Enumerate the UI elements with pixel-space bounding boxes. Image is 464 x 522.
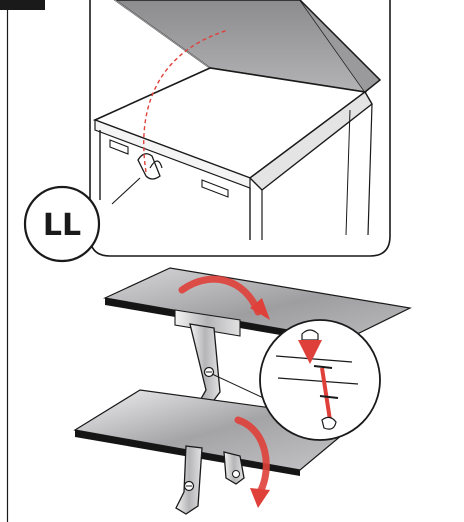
- callout-circle: LL: [23, 185, 101, 263]
- top-detail-panel: [89, 0, 391, 257]
- corner-tab: [0, 0, 45, 10]
- rotate-arrow-lower: [234, 416, 270, 496]
- callout-leader: [111, 177, 141, 205]
- lower-board: [73, 389, 362, 515]
- lid-edge: [299, 0, 382, 93]
- hinge-arm: [189, 323, 221, 409]
- dowel-cap: [301, 329, 319, 341]
- callout-label: LL: [43, 208, 81, 243]
- front-slot-right: [201, 179, 229, 198]
- rotate-arrow-upper-head: [250, 298, 270, 320]
- front-slot-left: [109, 139, 129, 155]
- rotate-arrow-upper: [178, 275, 262, 316]
- hinge-latch: [137, 153, 161, 180]
- magnifier-detail: [259, 319, 381, 441]
- rotate-arrow-lower-head: [250, 488, 270, 508]
- hinge-plate: [174, 309, 241, 337]
- dowel-pin: [320, 367, 332, 421]
- hinge-arm-lower: [175, 445, 203, 515]
- dowel-head: [321, 416, 337, 430]
